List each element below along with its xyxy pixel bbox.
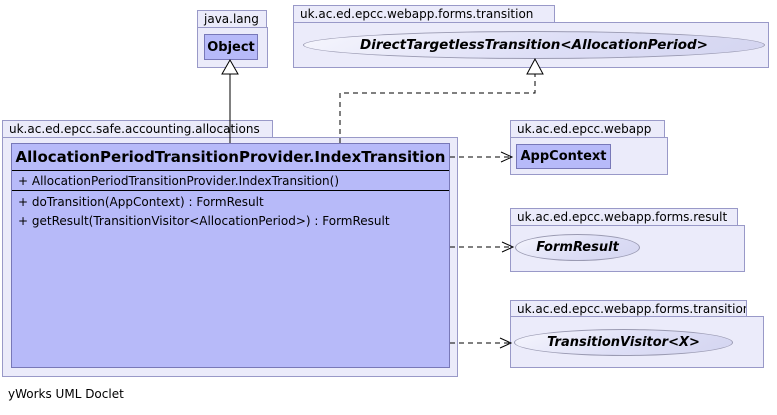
class-node-object[interactable]: Object bbox=[204, 34, 258, 60]
interface-node-transition-visitor[interactable]: TransitionVisitor<X> bbox=[514, 329, 733, 356]
dependency-connector-app-context bbox=[450, 151, 514, 163]
class-method: + doTransition(AppContext) : FormResult bbox=[18, 194, 264, 209]
package-tab-forms-transition: uk.ac.ed.epcc.webapp.forms.transition bbox=[510, 300, 747, 317]
interface-node-form-result[interactable]: FormResult bbox=[515, 234, 640, 261]
interface-node-direct-targetless-transition[interactable]: DirectTargetlessTransition<AllocationPer… bbox=[303, 31, 765, 59]
class-title: AllocationPeriodTransitionProvider.Index… bbox=[12, 144, 449, 171]
package-tab-forms-result: uk.ac.ed.epcc.webapp.forms.result bbox=[510, 208, 738, 226]
class-node-app-context[interactable]: AppContext bbox=[516, 144, 611, 169]
class-constructor: + AllocationPeriodTransitionProvider.Ind… bbox=[12, 171, 449, 191]
yworks-credit-label: yWorks UML Doclet bbox=[8, 387, 124, 401]
package-tab-forms-transition-top: uk.ac.ed.epcc.webapp.forms.transition bbox=[293, 5, 555, 23]
package-tab-java-lang: java.lang bbox=[197, 10, 267, 28]
dependency-connector-form-result bbox=[450, 241, 515, 253]
package-tab-allocations: uk.ac.ed.epcc.safe.accounting.allocation… bbox=[2, 120, 273, 138]
class-method: + getResult(TransitionVisitor<Allocation… bbox=[18, 213, 390, 228]
class-node-index-transition[interactable]: AllocationPeriodTransitionProvider.Index… bbox=[11, 143, 450, 368]
dependency-connector-transition-visitor bbox=[450, 337, 513, 349]
package-tab-webapp: uk.ac.ed.epcc.webapp bbox=[510, 120, 665, 138]
